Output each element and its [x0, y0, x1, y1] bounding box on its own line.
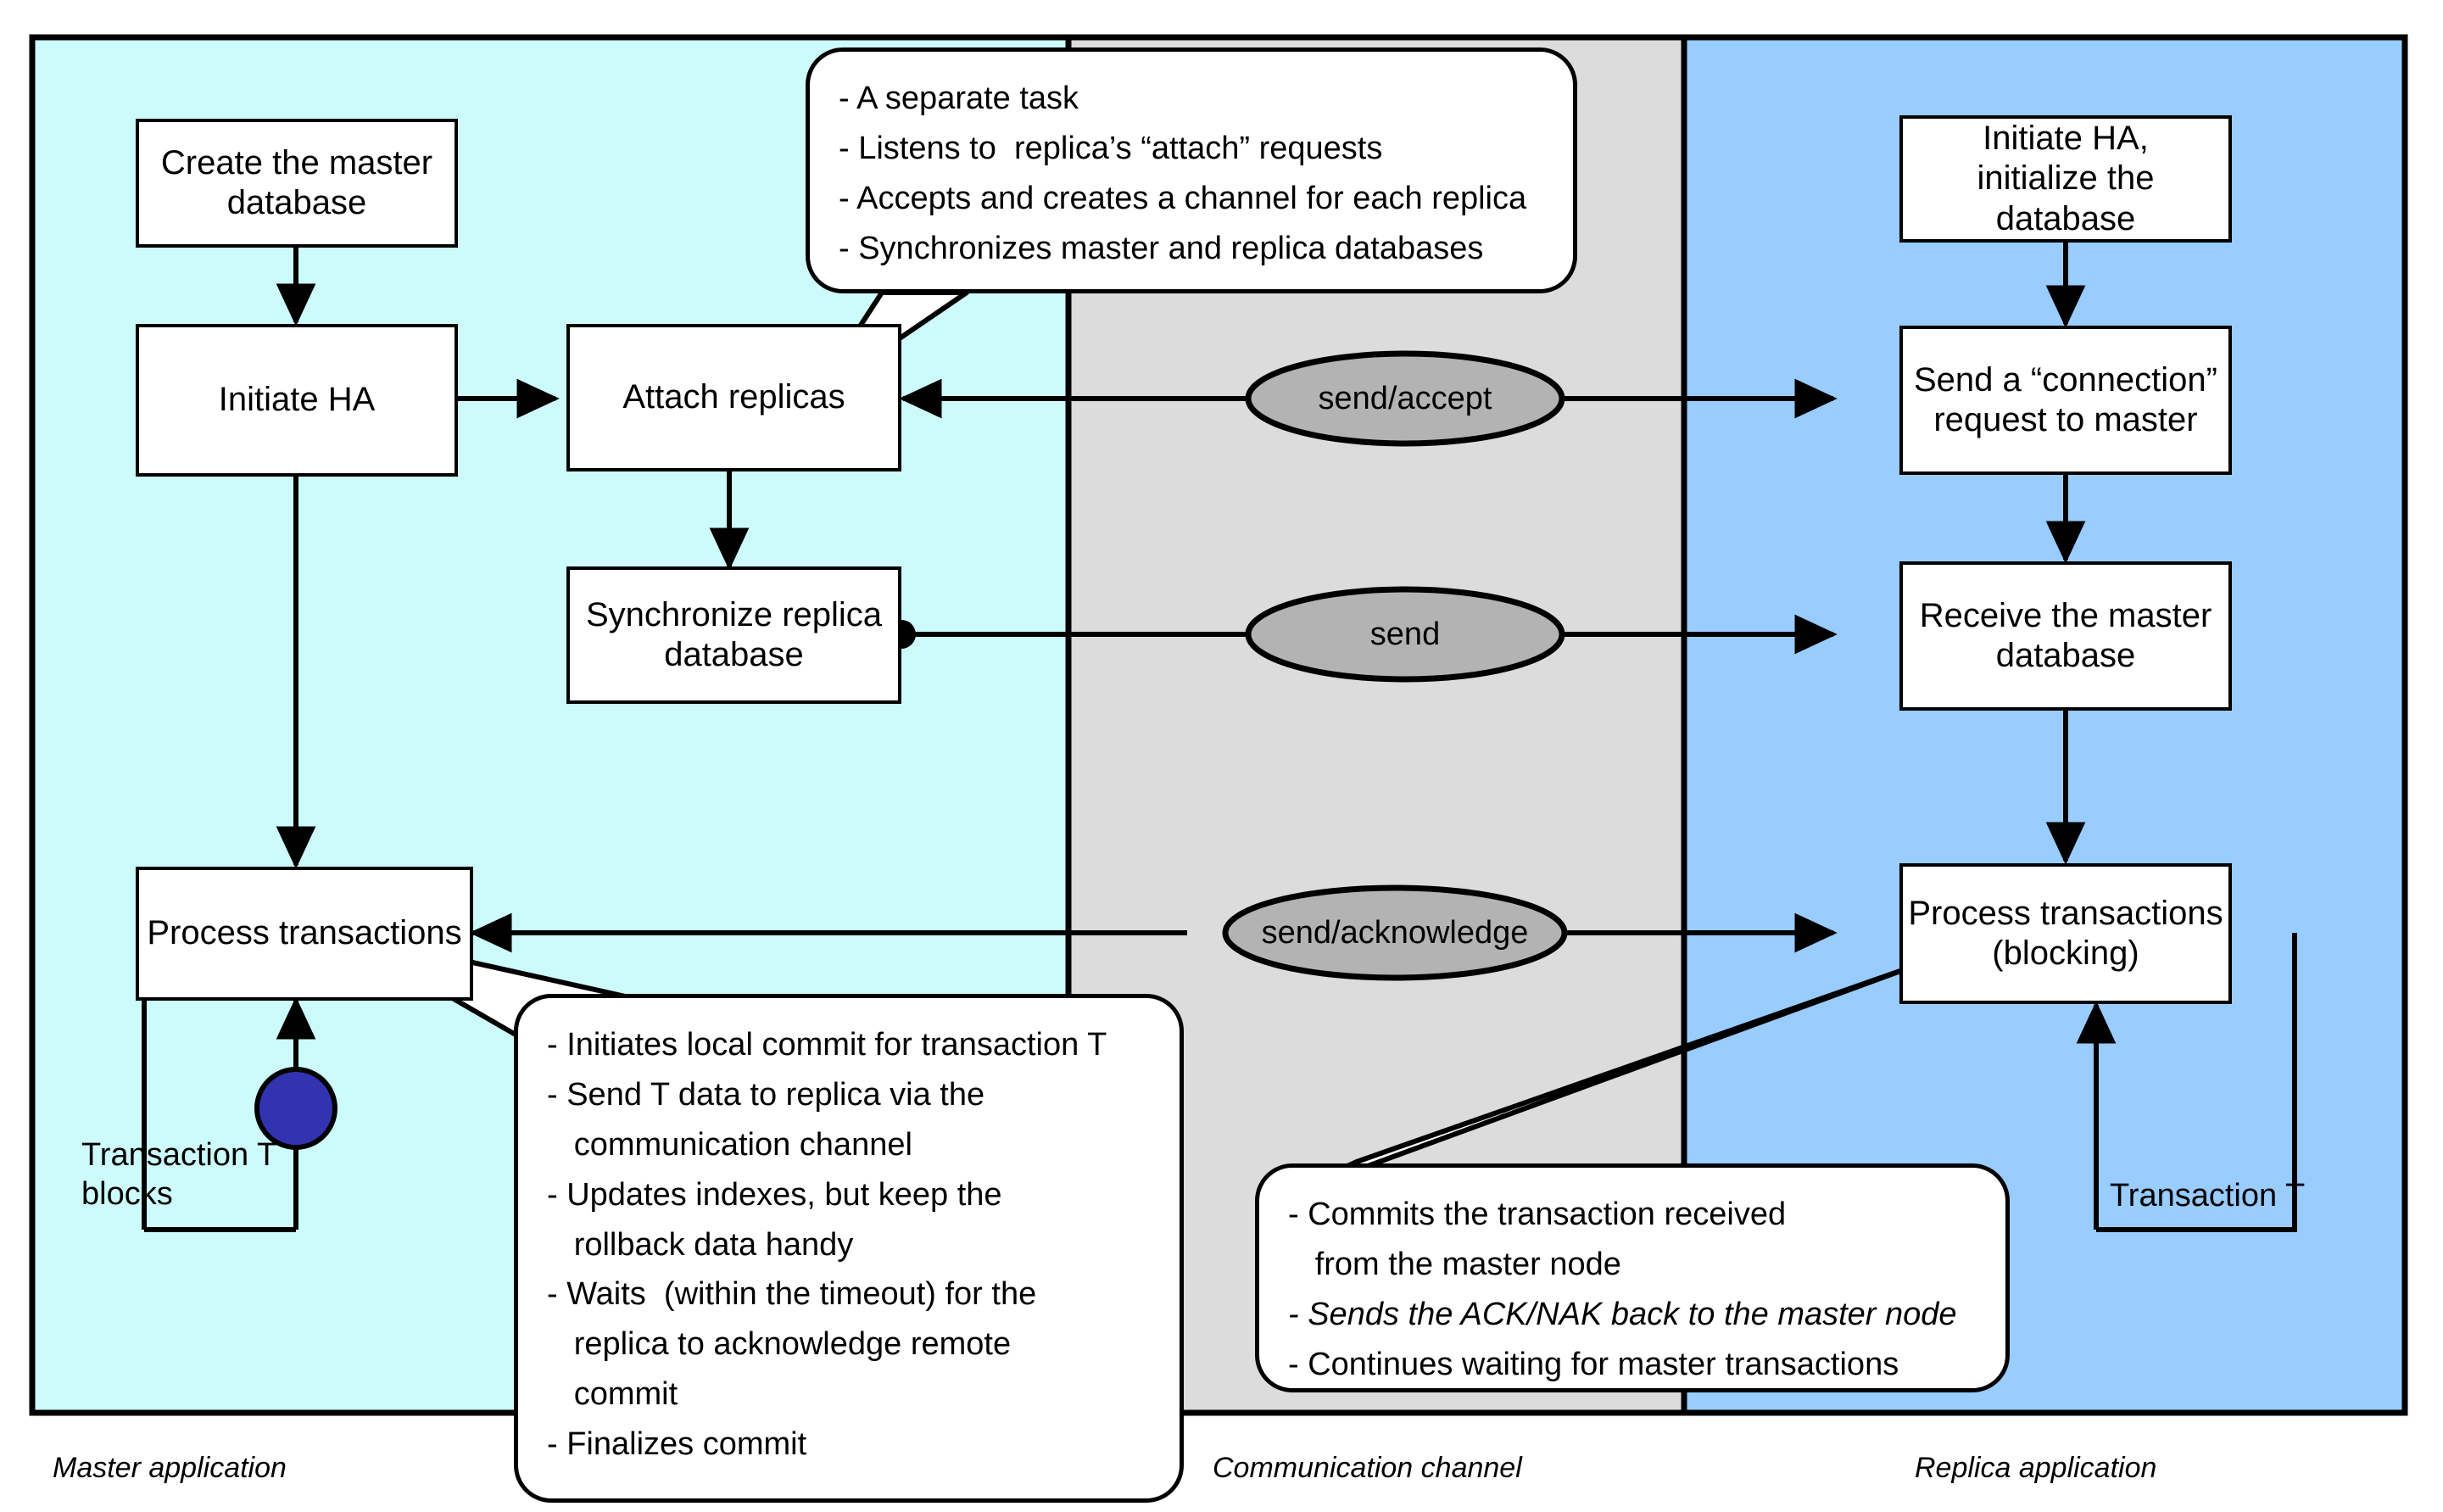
- callout-line: - Accepts and creates a channel for each…: [839, 180, 1527, 216]
- process-box-initiate-ha[interactable]: Initiate HA: [136, 324, 458, 477]
- channel-token-send-shape: [1245, 586, 1565, 683]
- callout-line: from the master node: [1288, 1246, 1621, 1282]
- lane-label-communication-channel: Communication channel: [1213, 1452, 1522, 1484]
- process-box-label: Initiate HA, initialize the database: [1977, 120, 2155, 237]
- lane-label-replica-application: Replica application: [1915, 1452, 2157, 1484]
- callout-line: rollback data handy: [547, 1226, 854, 1263]
- process-box-receive-master-db[interactable]: Receive the master database: [1899, 561, 2232, 711]
- callout-attach-replicas-note: - A separate task - Listens to replica’s…: [806, 47, 1577, 293]
- process-box-send-connection-request[interactable]: Send a “connection” request to master: [1899, 326, 2232, 475]
- callout-line: - Finalizes commit: [547, 1426, 807, 1463]
- callout-line: communication channel: [547, 1126, 912, 1163]
- callout-line: - Listens to replica’s “attach” requests: [839, 130, 1383, 166]
- process-box-label: Initiate HA: [218, 381, 376, 419]
- process-box-label: Attach replicas: [622, 378, 845, 416]
- callout-list: - Commits the transaction received from …: [1288, 1190, 1977, 1390]
- callout-line: - Initiates local commit for transaction…: [547, 1027, 1107, 1063]
- process-box-label: Send a “connection” request to master: [1913, 360, 2217, 438]
- callout-list: - A separate task - Listens to replica’s…: [839, 74, 1544, 274]
- transaction-marker-circle: [254, 1067, 337, 1150]
- callout-line: replica to acknowledge remote: [547, 1326, 1012, 1363]
- callout-replica-process-note: - Commits the transaction received from …: [1255, 1163, 2010, 1392]
- process-box-label: Synchronize replica database: [585, 595, 883, 673]
- process-box-label: Process transactions (blocking): [1908, 894, 2223, 972]
- process-box-create-master-db[interactable]: Create the master database: [136, 119, 458, 248]
- loop-label-master-transaction-t-blocks: Transaction T blocks: [81, 1137, 277, 1212]
- callout-line: - Sends the ACK/NAK back to the master n…: [1288, 1296, 1957, 1332]
- callout-line: - Synchronizes master and replica databa…: [839, 230, 1484, 266]
- callout-line: - Commits the transaction received: [1288, 1197, 1787, 1232]
- process-box-label: Process transactions: [147, 914, 462, 952]
- process-box-replica-process-transactions-blocking[interactable]: Process transactions (blocking): [1899, 863, 2232, 1004]
- channel-token-send-acknowledge-shape: [1222, 884, 1568, 981]
- process-box-replica-initiate-ha[interactable]: Initiate HA, initialize the database: [1899, 115, 2232, 243]
- callout-line: commit: [547, 1376, 678, 1413]
- edge-replica-loop: [2096, 933, 2297, 1232]
- callout-line: - Continues waiting for master transacti…: [1288, 1346, 1899, 1382]
- callout-list: - Initiates local commit for transaction…: [547, 1020, 1151, 1470]
- callout-line: - Waits (within the timeout) for the: [547, 1276, 1037, 1313]
- callout-master-process-note: - Initiates local commit for transaction…: [514, 994, 1184, 1503]
- process-box-label: Receive the master database: [1919, 596, 2212, 674]
- process-box-label: Create the master database: [160, 143, 433, 221]
- callout-line: - A separate task: [839, 81, 1079, 116]
- process-box-sync-replica-db[interactable]: Synchronize replica database: [566, 566, 901, 704]
- callout-line: - Send T data to replica via the: [547, 1076, 985, 1113]
- process-box-master-process-transactions[interactable]: Process transactions: [136, 867, 473, 1001]
- loop-label-replica-transaction-t: Transaction T: [2110, 1178, 2306, 1214]
- process-box-attach-replicas[interactable]: Attach replicas: [566, 324, 901, 471]
- channel-token-send-accept-shape: [1245, 350, 1565, 447]
- callout-line: - Updates indexes, but keep the: [547, 1176, 1002, 1213]
- lane-label-master-application: Master application: [53, 1452, 287, 1484]
